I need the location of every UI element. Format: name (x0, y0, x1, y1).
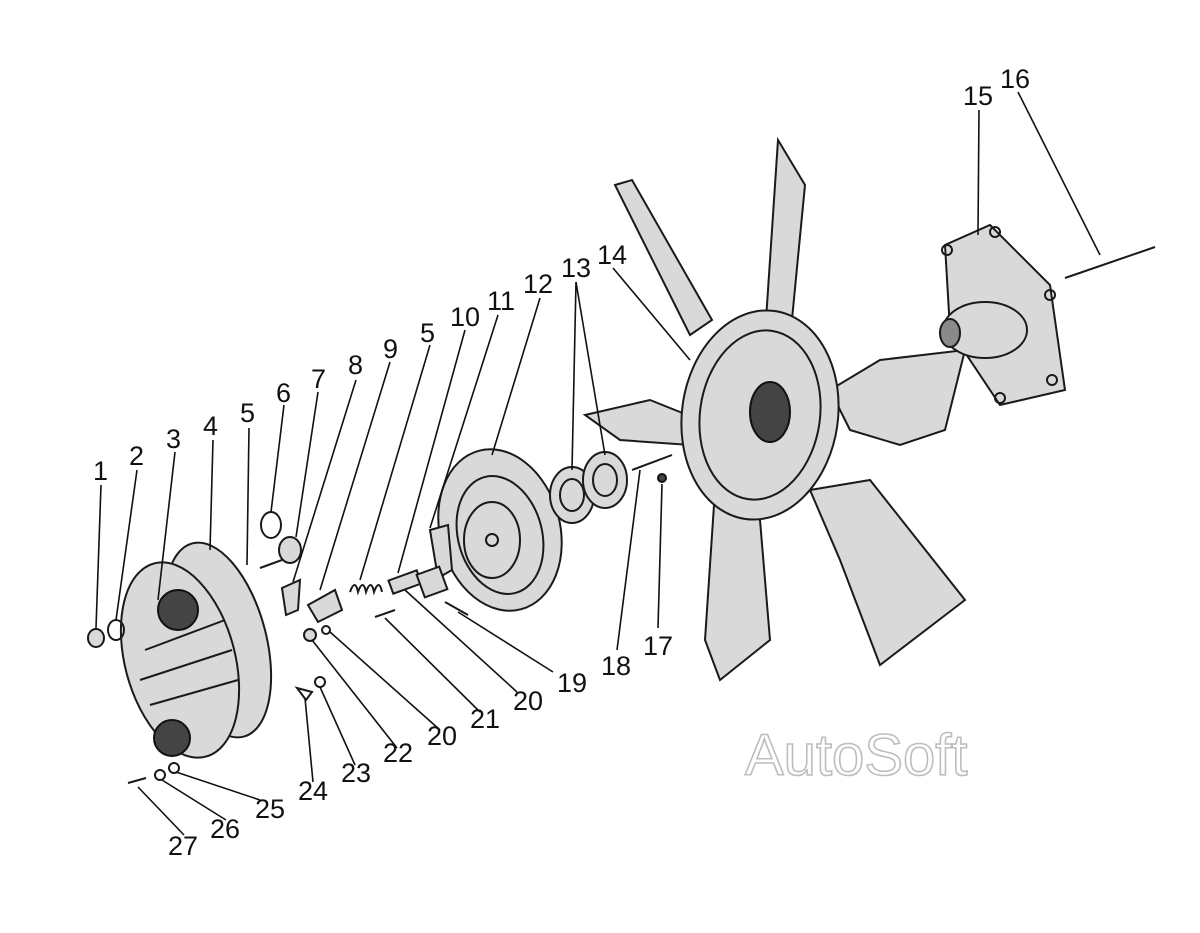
callout-10: 10 (450, 302, 480, 332)
callout-9: 9 (383, 334, 398, 364)
leader-lines (95, 91, 1101, 836)
fan-blade-right (828, 348, 967, 447)
callout-21: 21 (470, 704, 500, 734)
callout-26: 26 (210, 814, 240, 844)
nut-1 (87, 628, 105, 648)
lever-8 (280, 578, 302, 617)
washer-20 (321, 625, 331, 635)
callout-17: 17 (643, 631, 673, 661)
callout-5b: 5 (420, 318, 435, 348)
fan-blade-upper-left (613, 178, 714, 337)
ball-17 (657, 473, 667, 483)
housing (119, 541, 273, 759)
screw-23 (314, 676, 326, 688)
bearings (549, 451, 628, 524)
callout-12: 12 (523, 269, 553, 299)
bolt-21 (374, 609, 396, 618)
fan-assembly (582, 136, 967, 682)
plate-24 (294, 686, 314, 702)
bolt-5 (259, 559, 283, 569)
callout-1: 1 (93, 456, 108, 486)
ring-6 (260, 511, 282, 539)
pin-19 (444, 601, 469, 616)
washer-25 (168, 762, 180, 774)
bracket-9 (306, 588, 344, 624)
pulley (437, 448, 563, 612)
shaft-18 (631, 454, 673, 471)
bolt-27 (127, 777, 147, 784)
bracket (387, 523, 454, 599)
bushing-7 (278, 536, 302, 564)
callout-27: 27 (168, 831, 198, 861)
callout-20b: 20 (427, 721, 457, 751)
callout-19: 19 (557, 668, 587, 698)
callout-22: 22 (383, 738, 413, 768)
callout-7: 7 (311, 364, 326, 394)
callout-18: 18 (601, 651, 631, 681)
callout-23: 23 (341, 758, 371, 788)
callouts: 1 2 3 4 5 6 7 8 9 5 10 11 12 13 14 15 16… (93, 64, 1030, 861)
callout-14: 14 (597, 240, 627, 270)
callout-13: 13 (561, 253, 591, 283)
nut-22 (303, 628, 317, 642)
callout-3: 3 (166, 424, 181, 454)
callout-8: 8 (348, 350, 363, 380)
fan-hub-inner (698, 329, 822, 501)
watermark: AutoSoft (745, 723, 967, 788)
callout-16: 16 (1000, 64, 1030, 94)
callout-20a: 20 (513, 686, 543, 716)
fan-hub-bore (749, 381, 791, 443)
fan-blade-lower-right (808, 478, 967, 667)
callout-4: 4 (203, 411, 218, 441)
callout-25: 25 (255, 794, 285, 824)
washer-26 (154, 769, 166, 781)
flange-plate (939, 223, 1067, 407)
rod (1064, 246, 1156, 279)
callout-24: 24 (298, 776, 328, 806)
callout-5a: 5 (240, 398, 255, 428)
callout-11: 11 (487, 286, 515, 316)
callout-2: 2 (129, 441, 144, 471)
callout-6: 6 (276, 378, 291, 408)
callout-15: 15 (963, 81, 993, 111)
spring (349, 584, 383, 596)
